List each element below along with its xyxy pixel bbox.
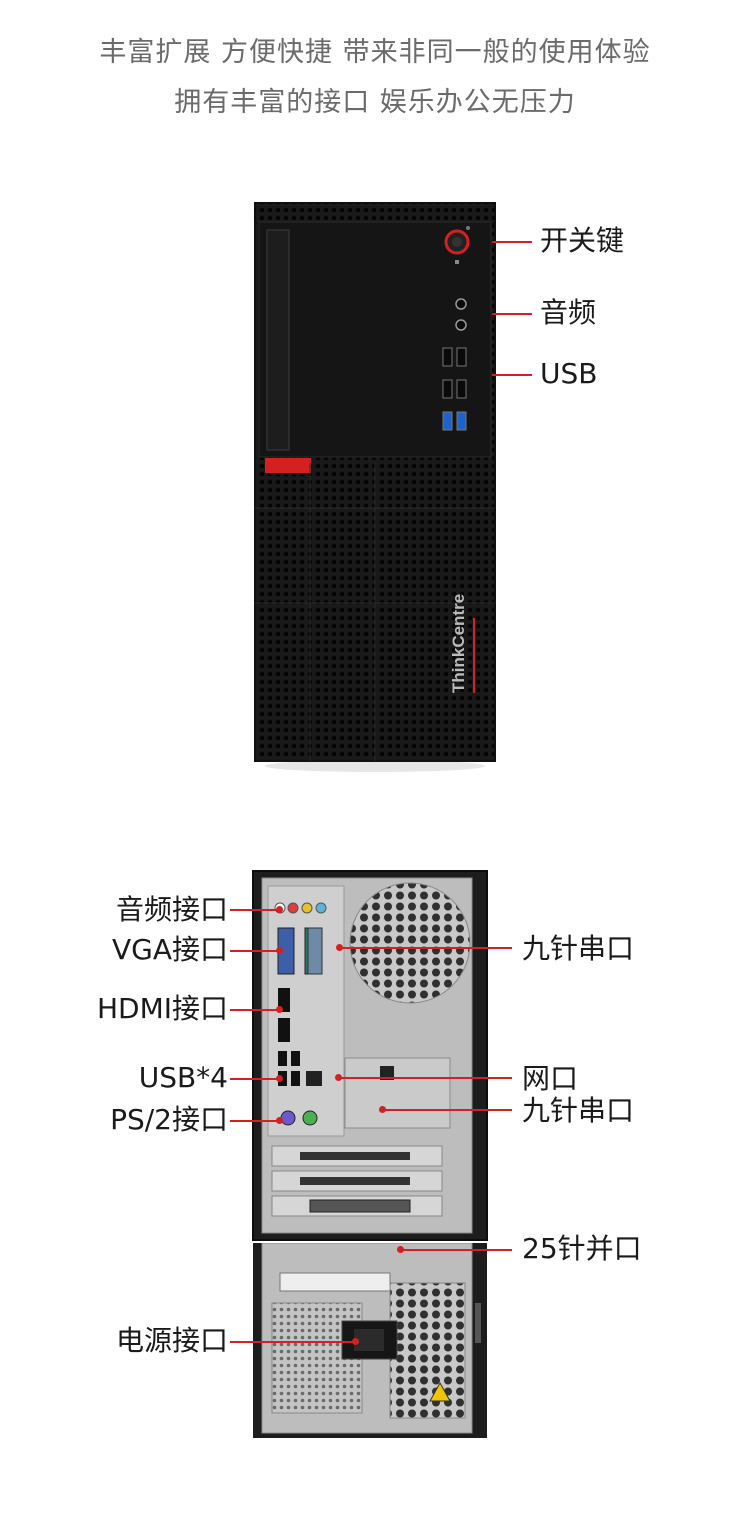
rear-audio-label: 音频接口 <box>115 893 228 926</box>
serial-port-1-label: 九针串口 <box>522 932 635 965</box>
parallel-port-label: 25针并口 <box>522 1232 642 1265</box>
vga-label: VGA接口 <box>111 933 228 966</box>
serial-port-1-dot <box>336 944 343 951</box>
lan-port-leader <box>341 1077 512 1079</box>
ps2-dot <box>276 1117 283 1124</box>
parallel-port-dot <box>397 1246 404 1253</box>
power-socket-dot <box>352 1338 359 1345</box>
hdmi-dot <box>276 1006 283 1013</box>
serial-port-1-leader <box>342 947 512 949</box>
lan-port-dot <box>335 1074 342 1081</box>
front-audio-label: 音频 <box>540 296 597 329</box>
rear-psu-illustration <box>250 1243 490 1443</box>
hdmi-leader <box>230 1009 278 1011</box>
front-tower-illustration: ThinkCentre <box>250 198 500 773</box>
rear-usb-label: USB*4 <box>138 1061 228 1094</box>
lan-port-label: 网口 <box>522 1062 579 1095</box>
power-socket-leader <box>230 1341 354 1343</box>
power-button-label: 开关键 <box>540 224 625 257</box>
power-socket-label: 电源接口 <box>115 1324 228 1357</box>
serial-port-2-dot <box>379 1106 386 1113</box>
rear-audio-dot <box>276 906 283 913</box>
usb-leader-line <box>492 374 532 376</box>
parallel-port-leader <box>403 1249 512 1251</box>
vga-dot <box>276 947 283 954</box>
rear-audio-leader <box>230 909 278 911</box>
ps2-label: PS/2接口 <box>110 1103 228 1136</box>
headline-line-2: 拥有丰富的接口 娱乐办公无压力 <box>174 87 576 118</box>
power-leader-line <box>492 241 532 243</box>
front-usb-label: USB <box>540 357 598 390</box>
serial-port-2-leader <box>385 1109 512 1111</box>
thinkcentre-logo: ThinkCentre <box>449 594 468 693</box>
rear-tower-illustration <box>250 868 490 1243</box>
vga-leader <box>230 950 278 952</box>
headline-line-1: 丰富扩展 方便快捷 带来非同一般的使用体验 <box>99 37 651 68</box>
serial-port-2-label: 九针串口 <box>522 1094 635 1127</box>
rear-usb-dot <box>276 1075 283 1082</box>
hdmi-label: HDMI接口 <box>96 992 228 1025</box>
rear-usb-leader <box>230 1078 278 1080</box>
audio-leader-line <box>492 313 532 315</box>
ps2-leader <box>230 1120 278 1122</box>
